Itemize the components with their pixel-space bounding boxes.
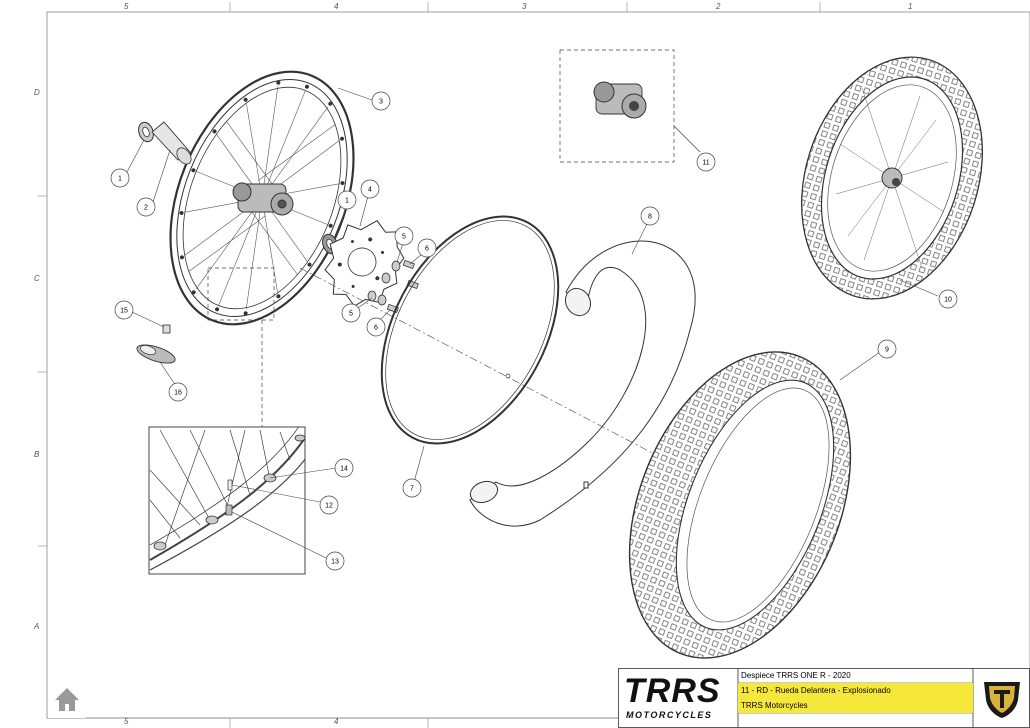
callout: 4 (360, 179, 380, 199)
detail-view-spoke-nipples (148, 426, 306, 575)
callout: 15 (114, 300, 134, 320)
svg-text:6: 6 (425, 246, 429, 253)
leader-lines (126, 87, 939, 559)
callout: 16 (168, 382, 188, 402)
title-block: TRRS MOTORCYCLES Despiece TRRS ONE R - 2… (618, 668, 1030, 728)
part-16-valve-cap (136, 344, 176, 364)
svg-text:4: 4 (368, 187, 372, 194)
grid-column-label: 4 (334, 717, 339, 726)
company-name: TRRS Motorcycles (741, 701, 808, 710)
callout: 12 (319, 495, 339, 515)
svg-text:11: 11 (702, 160, 709, 167)
callout: 2 (136, 197, 156, 217)
grid-row-label: D (34, 88, 40, 97)
callout: 5 (341, 303, 361, 323)
home-button[interactable] (48, 680, 86, 718)
callout: 9 (877, 339, 897, 359)
callout: 8 (640, 206, 660, 226)
part-9-tire (628, 351, 852, 659)
callout-markers: 1 2 3 1 4 5 6 5 6 15 16 7 8 11 10 9 14 1… (110, 91, 958, 571)
trrs-logo-text: TRRS (624, 672, 721, 710)
svg-text:9: 9 (885, 347, 889, 354)
grid-column-label: 2 (716, 2, 721, 11)
part-11-hub-detail (559, 49, 701, 163)
part-8-inner-tube (469, 240, 696, 527)
sheet-subtitle: 11 - RD - Rueda Delantera - Explosionado (741, 686, 891, 695)
callout: 14 (334, 458, 354, 478)
company-row: TRRS Motorcycles (738, 698, 973, 713)
svg-text:1: 1 (345, 198, 349, 205)
trrs-logo: TRRS MOTORCYCLES (624, 672, 734, 724)
svg-text:10: 10 (944, 297, 952, 304)
grid-column-label: 4 (334, 2, 339, 11)
grid-ticks (38, 2, 821, 728)
svg-text:16: 16 (174, 390, 182, 397)
part-10-complete-wheel (801, 56, 983, 300)
front-rim-assembly (169, 70, 355, 326)
svg-text:8: 8 (648, 214, 652, 221)
sheet-subtitle-row: 11 - RD - Rueda Delantera - Explosionado (738, 683, 973, 698)
callout: 6 (417, 238, 437, 258)
callout: 1 (110, 168, 130, 188)
part-2-spacer (151, 121, 192, 165)
part-4-brake-disc (324, 220, 405, 307)
wheel-hub (232, 182, 294, 216)
grid-column-label: 1 (908, 2, 913, 11)
callout: 10 (938, 289, 958, 309)
grid-column-label: 3 (522, 2, 527, 11)
grid-row-label: B (34, 450, 40, 459)
sheet-title: Despiece TRRS ONE R - 2020 (741, 671, 851, 680)
part-1-seal (138, 121, 154, 143)
svg-text:3: 3 (379, 99, 383, 106)
sheet-title-row: Despiece TRRS ONE R - 2020 (738, 668, 973, 683)
callout: 11 (696, 152, 716, 172)
grid-row-label: A (34, 622, 40, 631)
svg-text:2: 2 (144, 205, 148, 212)
home-icon (48, 680, 86, 718)
svg-text:5: 5 (402, 234, 406, 241)
svg-text:15: 15 (120, 308, 128, 315)
callout: 6 (366, 317, 386, 337)
svg-text:7: 7 (410, 486, 414, 493)
trrs-logo-subtext: MOTORCYCLES (626, 710, 713, 720)
trrs-shield-icon (980, 676, 1024, 720)
grid-column-label: 5 (124, 717, 129, 726)
grid-column-label: 5 (124, 2, 129, 11)
callout: 1 (337, 190, 357, 210)
part-15-valve-nut (162, 324, 171, 334)
svg-text:12: 12 (325, 503, 333, 510)
callout: 7 (402, 478, 422, 498)
grid-row-label: C (34, 274, 40, 283)
svg-text:6: 6 (374, 325, 378, 332)
part-7-rim-tape (380, 215, 560, 445)
svg-text:5: 5 (349, 311, 353, 318)
callout: 5 (394, 226, 414, 246)
callout: 3 (371, 91, 391, 111)
svg-text:14: 14 (340, 466, 348, 473)
svg-text:13: 13 (331, 559, 339, 566)
svg-text:1: 1 (118, 176, 122, 183)
callout: 13 (325, 551, 345, 571)
